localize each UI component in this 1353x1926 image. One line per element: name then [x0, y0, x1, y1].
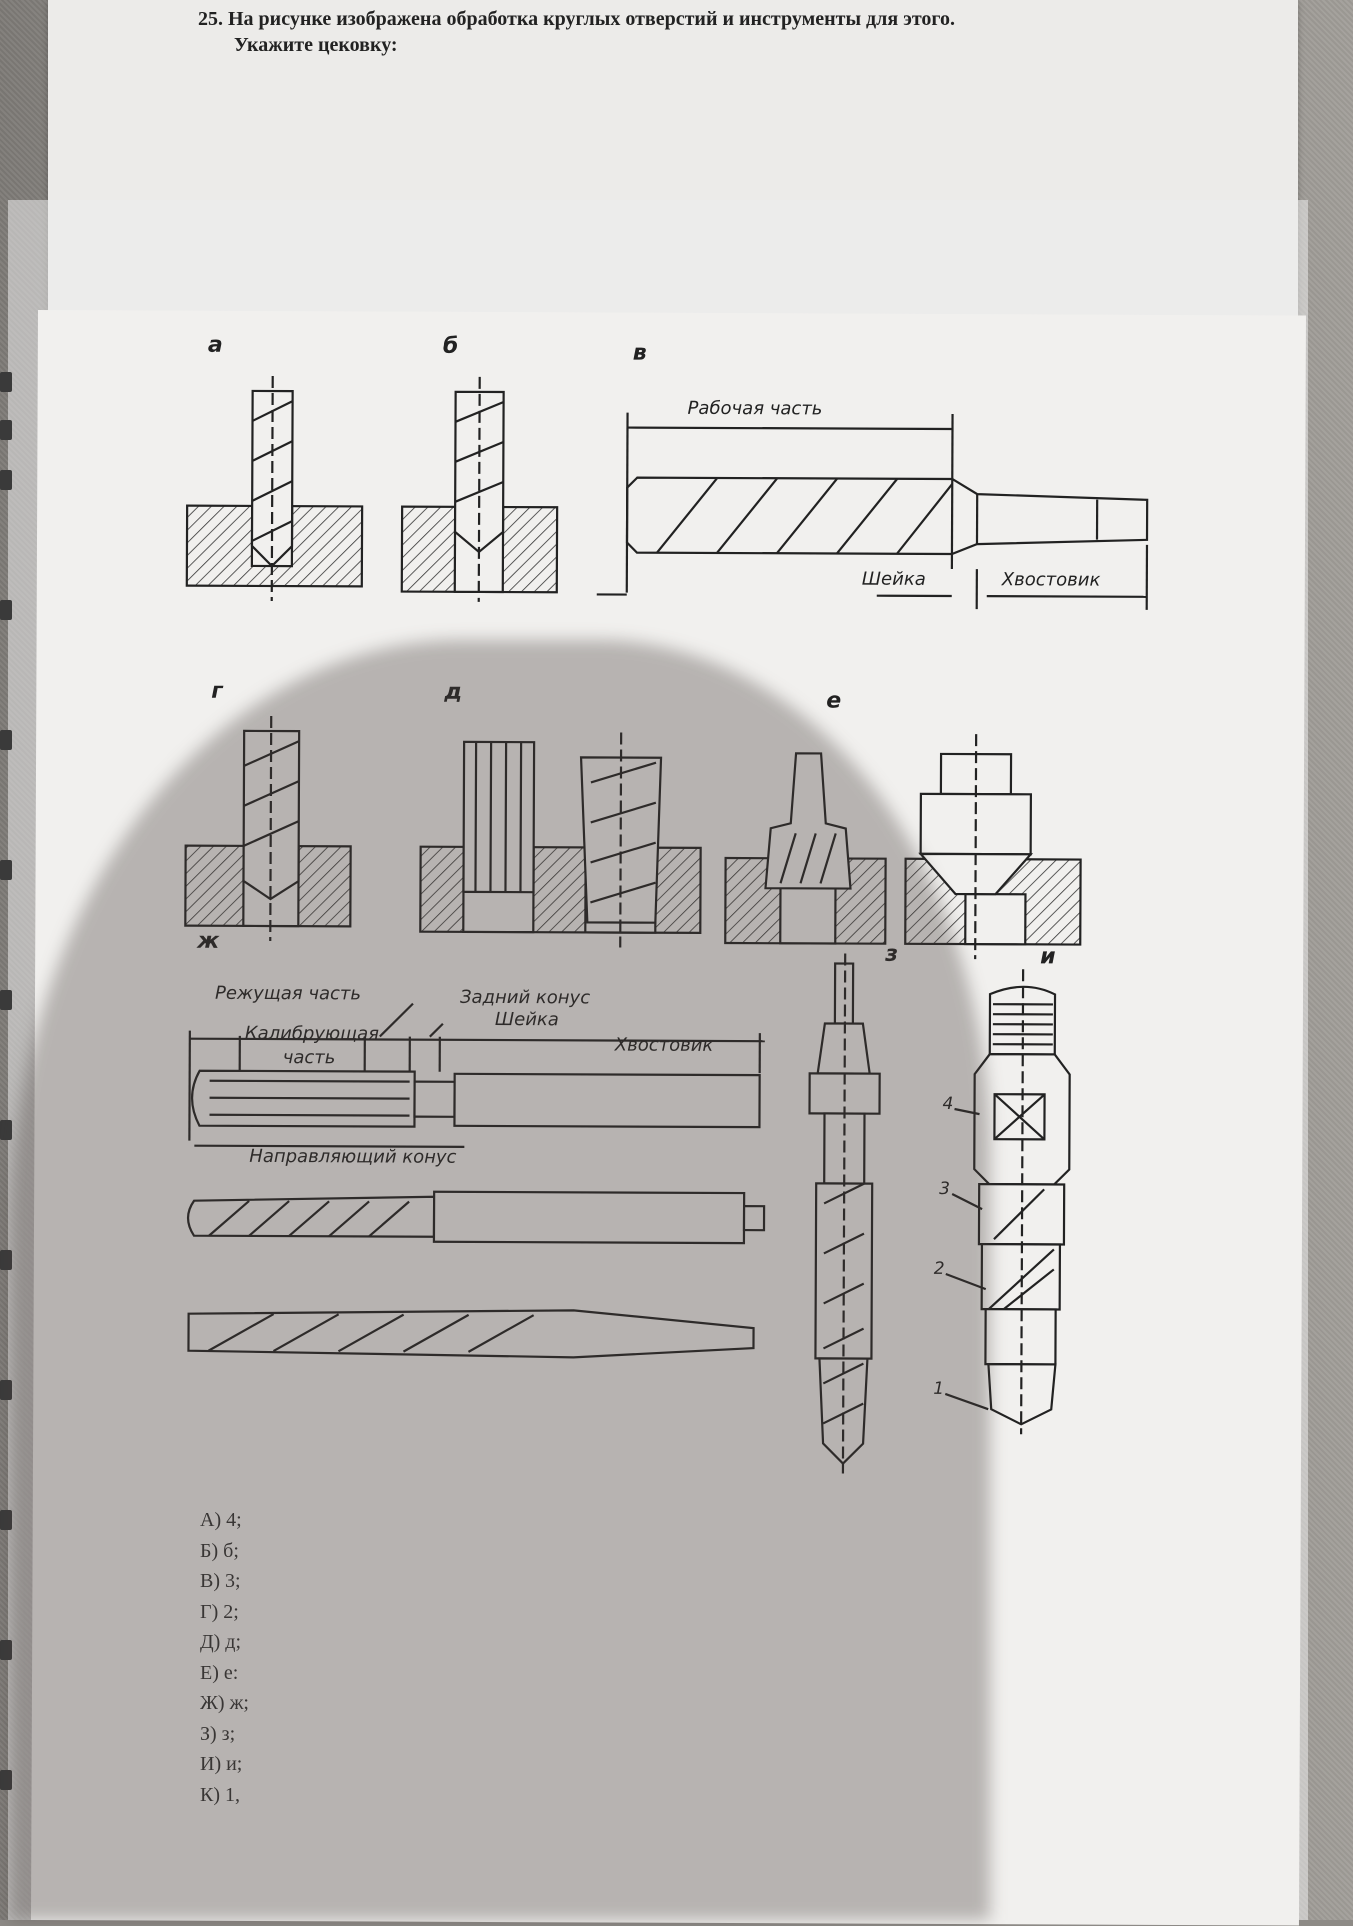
label-v: в — [633, 341, 647, 366]
hand-shadow — [10, 640, 990, 1920]
label-g: г — [211, 679, 223, 704]
caption-drill-shank: Хвостовик — [1002, 569, 1101, 590]
label-e: е — [826, 688, 841, 713]
question-line-1: 25. На рисунке изображена обработка круг… — [198, 6, 955, 32]
label-a: а — [208, 333, 223, 358]
caption-working-part: Рабочая часть — [688, 398, 823, 420]
caption-drill-neck: Шейка — [862, 569, 926, 590]
label-i: и — [1040, 944, 1056, 969]
question-line-2: Укажите цековку: — [198, 32, 955, 58]
question-text: 25. На рисунке изображена обработка круг… — [198, 6, 955, 58]
label-b: б — [443, 334, 458, 359]
fig-b-drilling — [402, 377, 558, 603]
fig-a-drilling — [187, 376, 363, 602]
